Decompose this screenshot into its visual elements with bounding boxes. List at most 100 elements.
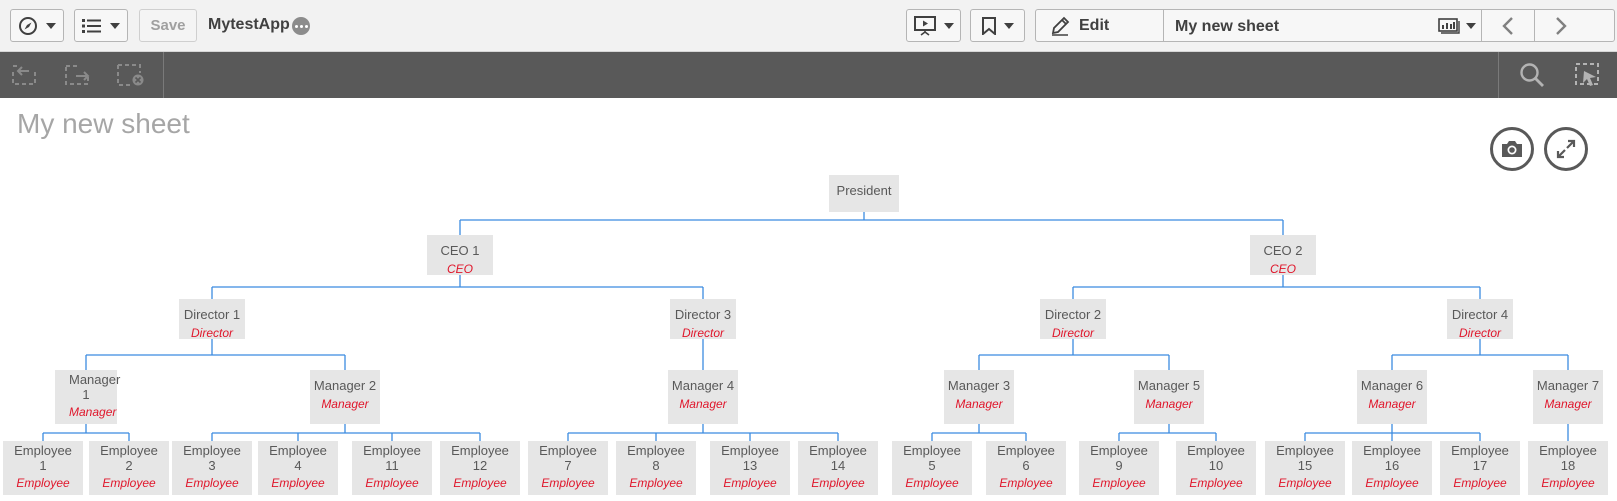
org-node-name: Employee 10 <box>1187 443 1245 473</box>
org-node-name: Employee 13 <box>721 443 779 473</box>
org-node-name: Employee 7 <box>539 443 597 473</box>
org-node-role: Manager <box>321 397 369 411</box>
sheets-menu-button[interactable] <box>1433 10 1482 41</box>
chevron-down-icon <box>46 22 56 29</box>
org-node-e10[interactable]: Employee 10 Employee <box>1176 441 1256 495</box>
org-node-role: Employee <box>905 476 959 490</box>
compass-icon <box>19 16 37 35</box>
fullscreen-button[interactable] <box>1544 127 1588 171</box>
sheet-navigation: Edit My new sheet <box>1035 9 1615 42</box>
org-node-ceo2[interactable]: CEO 2 CEO <box>1250 235 1316 276</box>
org-node-role: Employee <box>102 476 156 490</box>
org-node-role: Director <box>1458 326 1501 340</box>
org-node-mgr2[interactable]: Manager 2 Manager <box>310 370 380 424</box>
org-node-role: Manager <box>1145 397 1193 411</box>
chevron-left-icon <box>1502 16 1513 35</box>
bookmarks-button[interactable] <box>970 9 1025 42</box>
chevron-down-icon <box>110 22 120 29</box>
org-node-name: Employee 18 <box>1539 443 1597 473</box>
org-node-role: Employee <box>1541 476 1595 490</box>
redo-icon <box>65 65 90 85</box>
clear-selections-icon <box>117 64 144 86</box>
org-node-president[interactable]: President <box>829 175 899 212</box>
org-node-e7[interactable]: Employee 7 Employee <box>528 441 608 495</box>
clear-selections-button[interactable] <box>116 60 146 90</box>
navigation-menu-button[interactable] <box>10 9 64 42</box>
org-node-role: Manager <box>1368 397 1416 411</box>
search-icon <box>1520 63 1544 87</box>
current-sheet-name[interactable]: My new sheet <box>1175 18 1280 35</box>
next-sheet-button[interactable] <box>1535 10 1587 41</box>
org-node-role: Employee <box>541 476 595 490</box>
org-node-name: President <box>836 183 892 198</box>
edit-button[interactable]: Edit <box>1036 10 1164 41</box>
org-node-role: CEO <box>1269 262 1296 276</box>
org-node-name: Employee 11 <box>363 443 421 473</box>
org-node-role: Director <box>1051 326 1094 340</box>
org-node-role: Employee <box>1092 476 1146 490</box>
undo-button[interactable] <box>9 60 39 90</box>
org-node-role: Employee <box>1189 476 1243 490</box>
org-node-role: Manager <box>1544 397 1592 411</box>
chevron-down-icon <box>1466 22 1476 29</box>
present-button[interactable] <box>906 9 961 42</box>
org-node-role: Employee <box>723 476 777 490</box>
org-node-e13[interactable]: Employee 13 Employee <box>710 441 790 495</box>
org-node-e5[interactable]: Employee 5 Employee <box>892 441 972 495</box>
global-menu-button[interactable] <box>74 9 128 42</box>
org-node-name: Employee 5 <box>903 443 961 473</box>
sheet-title: My new sheet <box>17 108 190 139</box>
toolbar-divider <box>1498 52 1499 98</box>
org-node-name: Manager 4 <box>671 378 735 393</box>
org-node-role: Employee <box>365 476 419 490</box>
previous-sheet-button[interactable] <box>1482 10 1535 41</box>
org-node-name: Employee 8 <box>627 443 685 473</box>
redo-button[interactable] <box>62 60 92 90</box>
chevron-right-icon <box>1556 16 1567 35</box>
org-node-role: Manager <box>69 405 117 419</box>
org-node-e9[interactable]: Employee 9 Employee <box>1079 441 1159 495</box>
org-node-name: Employee 6 <box>997 443 1055 473</box>
org-node-name: Manager 3 <box>947 378 1011 393</box>
org-node-role: Employee <box>1365 476 1419 490</box>
org-node-e4[interactable]: Employee 4 Employee <box>258 441 338 495</box>
save-button[interactable]: Save <box>139 9 197 42</box>
snapshot-button[interactable] <box>1490 127 1534 171</box>
selections-tool-button[interactable] <box>1573 60 1603 90</box>
more-options-icon[interactable] <box>292 17 310 35</box>
org-node-e11[interactable]: Employee 11 Employee <box>352 441 432 495</box>
org-node-name: Employee 14 <box>809 443 867 473</box>
search-button[interactable] <box>1517 60 1547 90</box>
org-node-role: Employee <box>271 476 325 490</box>
chevron-down-icon <box>943 22 954 29</box>
app-title: MytestApp <box>208 16 290 33</box>
org-node-name: Employee 4 <box>269 443 327 473</box>
org-node-e18[interactable]: Employee 18 Employee <box>1528 441 1608 495</box>
edit-label: Edit <box>1079 16 1110 34</box>
org-node-name: Employee 9 <box>1090 443 1148 473</box>
org-node-name: Manager 2 <box>313 378 377 393</box>
toolbar-divider <box>163 52 164 98</box>
org-node-name: CEO 2 <box>1263 243 1303 258</box>
